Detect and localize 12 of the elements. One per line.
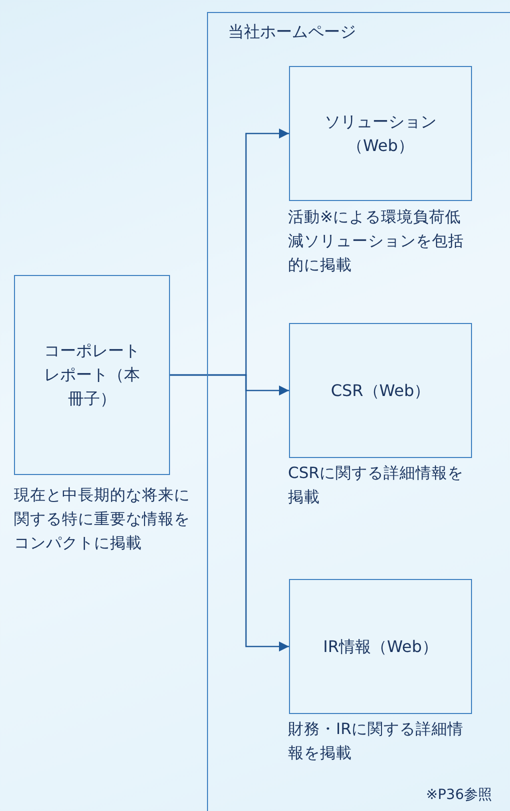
document-box: コーポレートレポート（本冊子）	[14, 275, 170, 475]
reference-note: ※P36参照	[426, 786, 492, 804]
panel-title: 当社ホームページ	[228, 22, 356, 43]
document-box: CSR（Web）	[289, 323, 472, 458]
website-panel	[207, 12, 510, 811]
description-text: 現在と中長期的な将来に関する特に重要な情報をコンパクトに掲載	[14, 485, 191, 554]
document-box: ソリューション（Web）	[289, 66, 472, 201]
document-box: IR情報（Web）	[289, 579, 472, 714]
description-text: 活動※による環境負荷低減ソリューションを包括的に掲載	[288, 207, 465, 276]
description-text: CSRに関する詳細情報を掲載	[288, 463, 464, 508]
description-text: 財務・IRに関する詳細情報を掲載	[288, 719, 464, 764]
arrow	[170, 374, 289, 652]
